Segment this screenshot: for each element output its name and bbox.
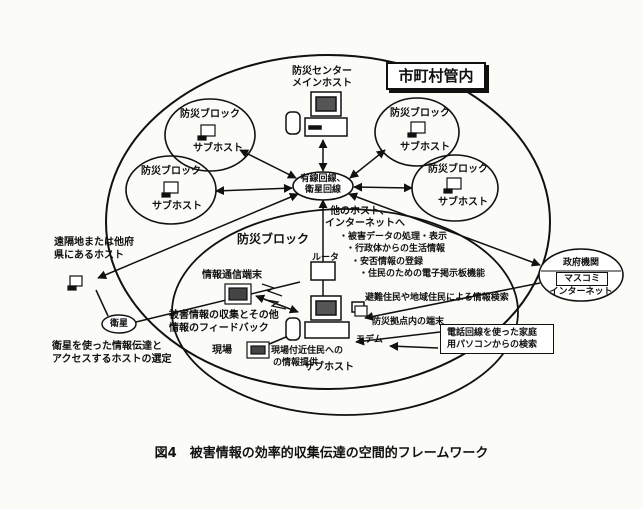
other-hosts-line1: 他のホスト、 (330, 206, 390, 217)
router-shape (310, 261, 336, 281)
block-subhost-label: サブホスト (304, 362, 354, 373)
remote-host-line1: 遠隔地または他府 (54, 237, 134, 248)
main-host-label-1: 防災センター (292, 66, 352, 77)
collection-note-line1: 被害情報の収集とその他 (169, 310, 279, 321)
field-label: 現場 (212, 345, 232, 356)
network-hub-line2: 衛星回線 (304, 185, 341, 195)
router-label: ルータ (312, 253, 340, 263)
external-org-government: 政府機関 (562, 258, 599, 268)
region-label-box: 市町村管内 (386, 62, 486, 90)
figure-caption: 図4 被害情報の効率的収集伝達の空間的フレームワーク (154, 446, 489, 461)
function-item-1: ・被害データの処理・表示 (339, 232, 448, 242)
modem-label: モデム (356, 335, 383, 345)
main-host-computer-icon (285, 91, 348, 137)
sub-block-3-title: 防災ブロック (390, 108, 450, 119)
region-label: 市町村管内 (398, 67, 474, 85)
evac-search-label: 避難住民や地域住民による情報検索 (365, 293, 509, 303)
sub-host-icon-3 (410, 121, 426, 134)
block-label: 防災ブロック (237, 232, 310, 246)
sub-block-circle-1 (164, 98, 256, 172)
network-hub-line1: 有線回線、 (300, 174, 346, 184)
sub-block-2-title: 防災ブロック (141, 166, 201, 177)
external-org-internet: インターネット (549, 287, 613, 297)
remote-host-icon (69, 275, 83, 287)
external-org-media: マスコミ (556, 272, 608, 286)
block-boundary (171, 208, 519, 416)
home-pc-box: 電話回線を使った家庭 用パソコンからの検索 (440, 324, 554, 354)
sub-block-4-host: サブホスト (438, 197, 488, 208)
base-terminal-label: 防災拠点内の端末 (372, 317, 445, 327)
sub-host-icon-2 (163, 181, 179, 194)
function-item-4: ・住民のための電子掲示板機能 (359, 269, 486, 279)
other-hosts-line2: インターネットへ (325, 218, 405, 229)
remote-host-line2: 県にあるホスト (54, 250, 124, 261)
base-terminal-icon (354, 305, 368, 317)
satellite-label: 衛星 (109, 319, 128, 329)
function-item-3: ・安否情報の登録 (351, 257, 424, 267)
satellite-note-line2: アクセスするホストの選定 (52, 354, 172, 365)
field-residents-line2: の情報提供 (273, 358, 319, 368)
home-pc-line2: 用パソコンからの検索 (447, 340, 538, 350)
sub-block-2-host: サブホスト (152, 201, 202, 212)
sub-block-1-title: 防災ブロック (180, 109, 240, 120)
home-pc-line1: 電話回線を使った家庭 (447, 328, 538, 338)
sub-host-icon-4 (446, 177, 462, 190)
collection-note-line2: 情報のフィードバック (169, 323, 269, 334)
main-host-label-2: メインホスト (292, 78, 352, 89)
satellite-shape (101, 314, 137, 334)
field-residents-line1: 現場付近住民への (271, 346, 344, 356)
info-terminal-label: 情報通信端末 (202, 270, 262, 281)
block-subhost-computer-icon (285, 295, 365, 341)
sub-block-4-title: 防災ブロック (428, 164, 488, 175)
sub-block-circle-3 (374, 97, 460, 167)
sub-block-3-host: サブホスト (400, 142, 450, 153)
sub-host-icon-1 (200, 124, 216, 137)
function-item-2: ・行政体からの生活情報 (346, 244, 446, 254)
satellite-note-line1: 衛星を使った情報伝達と (52, 341, 162, 352)
sub-block-1-host: サブホスト (193, 143, 243, 154)
